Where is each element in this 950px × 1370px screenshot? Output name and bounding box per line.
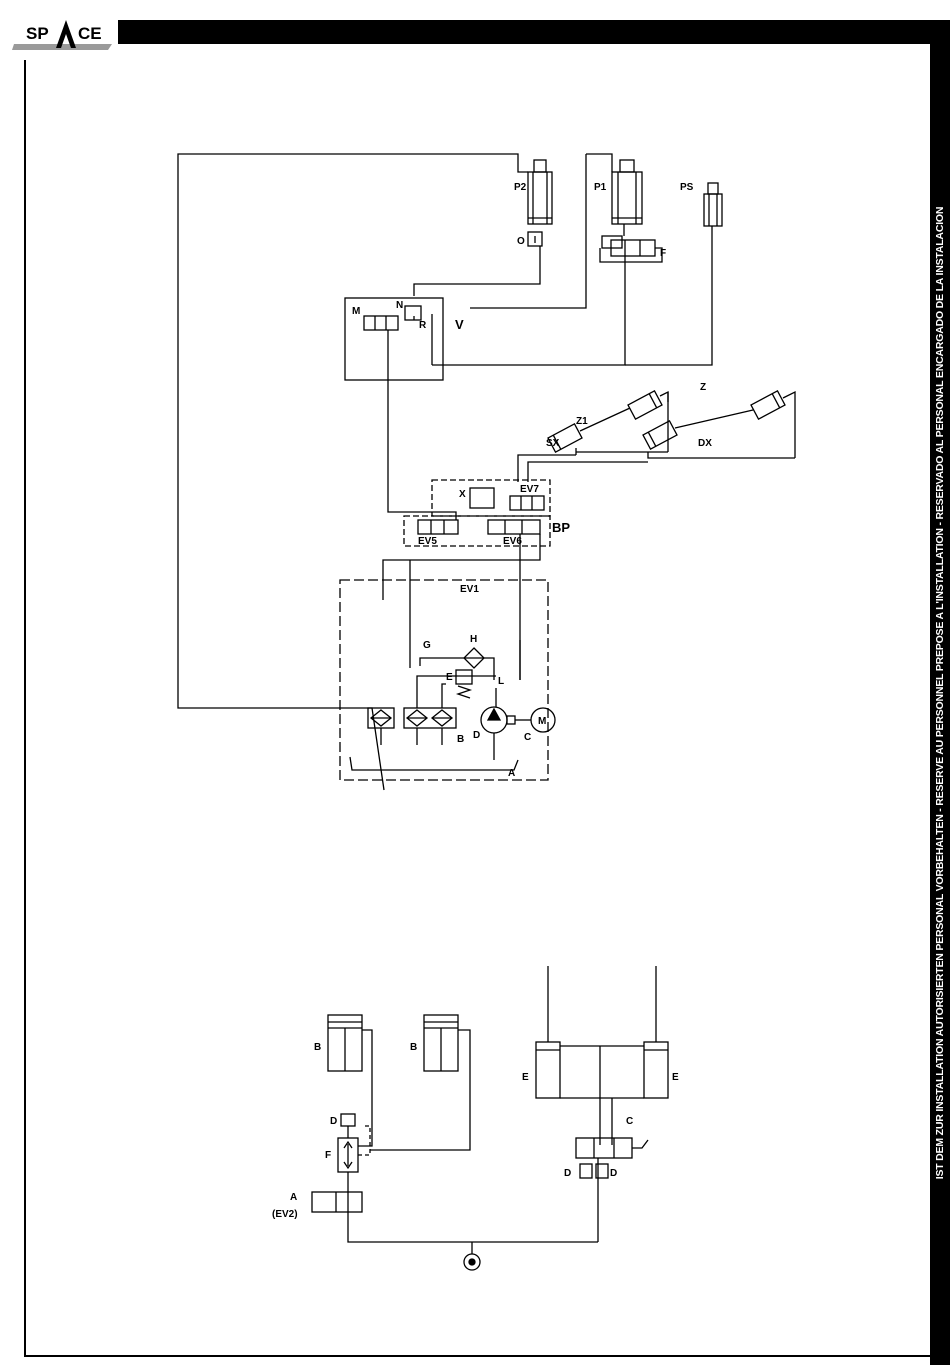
cylinder-ps <box>704 183 722 226</box>
valve-n <box>405 306 421 320</box>
valve-c <box>576 1138 632 1158</box>
valve-x <box>470 488 494 508</box>
label-o: O <box>517 236 525 247</box>
label-v: V <box>455 317 464 332</box>
label-z: Z <box>700 382 706 393</box>
valve-ev5 <box>418 520 458 534</box>
label-h: H <box>470 634 477 645</box>
label-g: G <box>423 640 431 651</box>
label-f-bottom: F <box>325 1150 331 1161</box>
label-a-bottom: A <box>290 1192 297 1203</box>
label-sx: SX <box>546 438 560 449</box>
label-p1: P1 <box>594 182 607 193</box>
valve-ev6 <box>488 520 540 534</box>
label-ev1: EV1 <box>460 584 479 595</box>
label-d-pair-right: D <box>610 1168 617 1179</box>
label-ev2: (EV2) <box>272 1209 298 1220</box>
label-ev7: EV7 <box>520 484 539 495</box>
relief-valve-e <box>456 670 472 684</box>
silencer-d-left <box>341 1114 355 1126</box>
cylinder-p1 <box>612 160 642 224</box>
silencer-d-pair-left <box>580 1164 592 1178</box>
cylinder-dx-lower <box>643 421 677 449</box>
cylinder-p2 <box>528 160 552 224</box>
label-motor: M <box>538 716 546 727</box>
label-ev5: EV5 <box>418 536 437 547</box>
label-c-bottom: C <box>626 1116 633 1127</box>
label-a: A <box>508 768 515 779</box>
label-b: B <box>457 734 464 745</box>
label-b-left: B <box>314 1042 321 1053</box>
label-x: X <box>459 489 466 500</box>
cylinder-b-right <box>424 1015 458 1071</box>
cylinder-sx-upper <box>628 391 662 419</box>
label-d-left: D <box>330 1116 337 1127</box>
label-e: E <box>446 672 453 683</box>
pump-group <box>340 580 548 780</box>
label-p2: P2 <box>514 182 527 193</box>
valve-ev7 <box>510 496 544 510</box>
label-c: C <box>524 732 531 743</box>
label-l: L <box>498 676 504 687</box>
valve-m <box>364 316 398 330</box>
cylinder-b-left <box>328 1015 362 1071</box>
label-ps: PS <box>680 182 694 193</box>
label-bp: BP <box>552 520 570 535</box>
label-e-right: E <box>672 1072 679 1083</box>
label-r: R <box>419 320 427 331</box>
label-e-left: E <box>522 1072 529 1083</box>
cylinder-z <box>751 391 785 419</box>
label-ev6: EV6 <box>503 536 522 547</box>
cylinder-e-right <box>644 966 668 1098</box>
label-m: M <box>352 306 360 317</box>
cylinder-e-left <box>536 966 560 1098</box>
label-b-right: B <box>410 1042 417 1053</box>
label-d: D <box>473 730 480 741</box>
label-f: F <box>660 248 666 259</box>
label-dx: DX <box>698 438 712 449</box>
label-n: N <box>396 300 403 311</box>
label-d-pair-left: D <box>564 1168 571 1179</box>
valve-a-ev2 <box>312 1192 362 1212</box>
label-z1: Z1 <box>576 416 588 427</box>
